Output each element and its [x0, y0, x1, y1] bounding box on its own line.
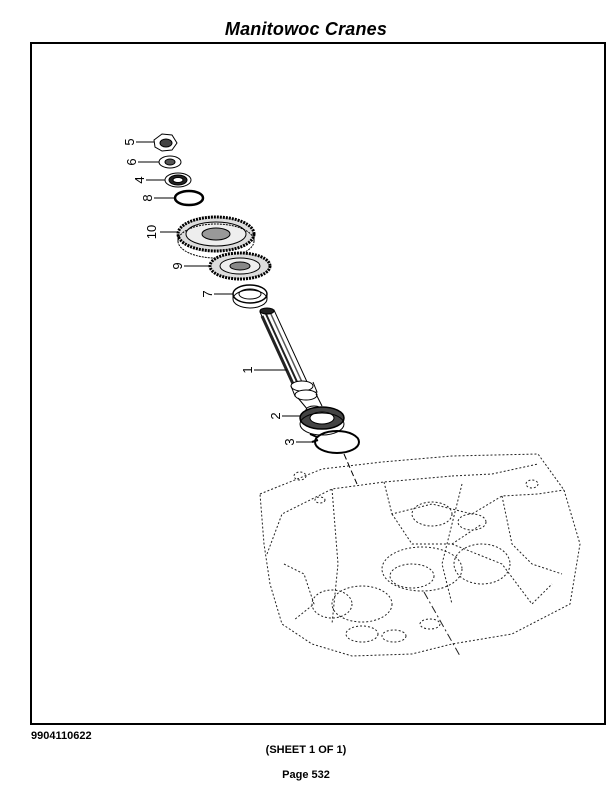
- document-number: 9904110622: [31, 730, 92, 742]
- gearbox-housing-outline: [259, 453, 581, 657]
- part-9-small-gear: [208, 251, 272, 281]
- callout-6: 6: [124, 158, 139, 165]
- callout-1: 1: [240, 366, 255, 373]
- part-8-snap-ring: [173, 189, 205, 207]
- callout-7: 7: [200, 290, 215, 297]
- callout-10: 10: [144, 225, 159, 239]
- page-number: Page 532: [282, 769, 330, 781]
- part-4-collar: [164, 172, 192, 188]
- exploded-parts-diagram: 5 6 4 8 10 9 7 1 2 3: [122, 133, 581, 657]
- part-2-bearing: [299, 406, 345, 436]
- part-7-bearing: [232, 284, 268, 309]
- callout-9: 9: [170, 262, 185, 269]
- leader-lines: [136, 141, 315, 443]
- callout-8: 8: [140, 194, 155, 201]
- part-5-nut: [153, 133, 178, 152]
- part-10-large-gear: [176, 215, 256, 259]
- page-title: Manitowoc Cranes: [224, 19, 388, 39]
- sheet-label: (SHEET 1 OF 1): [265, 744, 347, 756]
- callout-5: 5: [122, 138, 137, 145]
- diagram-frame: 5 6 4 8 10 9 7 1 2 3: [30, 42, 606, 725]
- callout-3: 3: [282, 438, 297, 445]
- callout-4: 4: [132, 176, 147, 183]
- part-1-splined-shaft: [259, 307, 323, 415]
- part-6-washer: [158, 155, 182, 169]
- callout-2: 2: [268, 412, 283, 419]
